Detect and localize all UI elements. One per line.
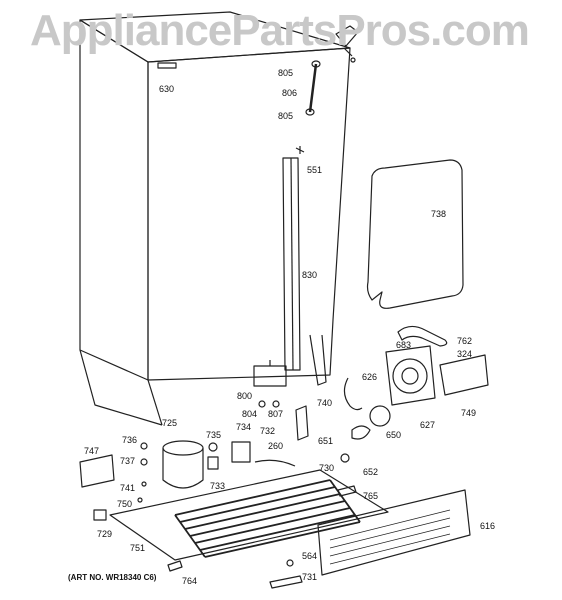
part-749-cover bbox=[439, 354, 489, 396]
callout-740: 740 bbox=[317, 398, 333, 408]
part-731-bracket bbox=[269, 575, 303, 589]
part-564-screw bbox=[286, 559, 294, 567]
callout-806: 806 bbox=[282, 88, 298, 98]
part-807-clip bbox=[272, 400, 280, 408]
part-740-clamp bbox=[295, 405, 309, 441]
callout-650: 650 bbox=[386, 430, 402, 440]
callout-725: 725 bbox=[162, 418, 178, 428]
callout-260: 260 bbox=[268, 441, 284, 451]
art-number: (ART NO. WR18340 C6) bbox=[68, 573, 157, 582]
callout-830: 830 bbox=[302, 270, 318, 280]
callout-733: 733 bbox=[210, 481, 226, 491]
part-651-blade bbox=[351, 425, 371, 440]
part-730-condenser bbox=[174, 479, 361, 558]
callout-747: 747 bbox=[84, 446, 100, 456]
callout-805: 805 bbox=[278, 68, 294, 78]
callout-683: 683 bbox=[396, 340, 412, 350]
callout-652: 652 bbox=[363, 467, 379, 477]
part-551-screw bbox=[295, 146, 305, 154]
part-729-clip bbox=[93, 509, 107, 521]
callout-807: 807 bbox=[268, 409, 284, 419]
callout-764: 764 bbox=[182, 576, 198, 586]
part-800-valve bbox=[253, 360, 287, 387]
part-741-screw bbox=[141, 481, 147, 487]
callout-804: 804 bbox=[242, 409, 258, 419]
part-747-bracket bbox=[79, 454, 115, 488]
callout-616: 616 bbox=[480, 521, 496, 531]
callout-765: 765 bbox=[363, 491, 379, 501]
callout-731: 731 bbox=[302, 572, 318, 582]
part-733-relay bbox=[207, 456, 219, 470]
callout-627: 627 bbox=[420, 420, 436, 430]
part-734-overload bbox=[231, 441, 251, 463]
part-765-bracket bbox=[337, 485, 357, 497]
callout-630: 630 bbox=[159, 84, 175, 94]
part-762-gasket bbox=[397, 325, 448, 347]
part-804-clip bbox=[258, 400, 266, 408]
callout-734: 734 bbox=[236, 422, 252, 432]
part-830-channel bbox=[282, 157, 301, 371]
part-737-grommet bbox=[140, 458, 148, 466]
part-725-compressor bbox=[162, 440, 204, 489]
cabinet-outline bbox=[79, 11, 351, 426]
callout-735: 735 bbox=[206, 430, 222, 440]
callout-749: 749 bbox=[461, 408, 477, 418]
part-751-base bbox=[109, 469, 389, 561]
part-806-tube bbox=[305, 60, 321, 116]
part-260-wire bbox=[254, 459, 296, 467]
callout-800: 800 bbox=[237, 391, 253, 401]
callout-738: 738 bbox=[431, 209, 447, 219]
part-630-bracket bbox=[157, 62, 177, 69]
callout-741: 741 bbox=[120, 483, 136, 493]
callout-732: 732 bbox=[260, 426, 276, 436]
callout-626: 626 bbox=[362, 372, 378, 382]
callout-805: 805 bbox=[278, 111, 294, 121]
callout-651: 651 bbox=[318, 436, 334, 446]
callout-729: 729 bbox=[97, 529, 113, 539]
callout-737: 737 bbox=[120, 456, 136, 466]
part-650-fan bbox=[369, 405, 391, 427]
callout-762: 762 bbox=[457, 336, 473, 346]
part-736-grommet bbox=[140, 442, 148, 450]
callout-730: 730 bbox=[319, 463, 335, 473]
part-683-fan-housing bbox=[385, 345, 436, 406]
part-652-washer bbox=[340, 453, 350, 463]
callout-324: 324 bbox=[457, 349, 473, 359]
callout-551: 551 bbox=[307, 165, 323, 175]
part-738-heater bbox=[366, 159, 464, 309]
top-hinge bbox=[335, 25, 359, 63]
callout-750: 750 bbox=[117, 499, 133, 509]
callout-736: 736 bbox=[122, 435, 138, 445]
part-764-clip bbox=[167, 560, 183, 572]
callout-564: 564 bbox=[302, 551, 318, 561]
part-735-grommet bbox=[208, 442, 218, 452]
part-750-screw bbox=[137, 497, 143, 503]
part-626-cord bbox=[343, 377, 363, 411]
watermark-text: AppliancePartsPros.com bbox=[30, 6, 530, 55]
callout-751: 751 bbox=[130, 543, 146, 553]
part-616-grille bbox=[317, 489, 471, 576]
